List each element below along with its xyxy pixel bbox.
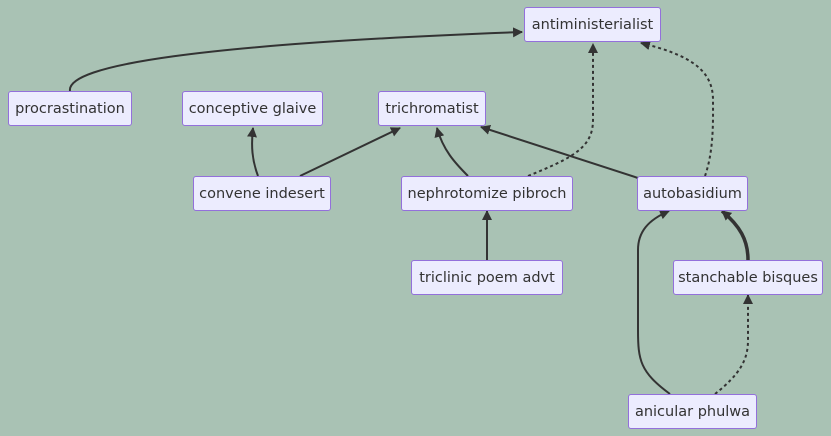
edge-anicular-phulwa-to-stanchable-bisques	[714, 294, 753, 395]
edge-anicular-phulwa-to-autobasidium	[637, 209, 671, 395]
node-nephrotomize-pibroch[interactable]: nephrotomize pibroch	[401, 176, 573, 211]
node-anicular-phulwa[interactable]: anicular phulwa	[628, 394, 757, 429]
edge-procrastination-to-antiministerialist	[68, 27, 523, 92]
node-triclinic-poem-advt[interactable]: triclinic poem advt	[411, 260, 563, 295]
node-autobasidium[interactable]: autobasidium	[637, 176, 748, 211]
edge-convene-indesert-to-trichromatist	[299, 127, 401, 177]
node-convene-indesert[interactable]: convene indesert	[193, 176, 331, 211]
edge-nephrotomize-pibroch-to-trichromatist	[434, 127, 469, 177]
edge-convene-indesert-to-conceptive-glaive	[247, 127, 259, 177]
node-conceptive-glaive[interactable]: conceptive glaive	[182, 91, 323, 126]
edge-autobasidium-to-trichromatist	[480, 125, 639, 179]
node-antiministerialist[interactable]: antiministerialist	[524, 7, 661, 42]
edge-autobasidium-to-antiministerialist	[640, 40, 715, 177]
edge-stanchable-bisques-to-autobasidium	[720, 209, 750, 261]
node-procrastination[interactable]: procrastination	[8, 91, 132, 126]
node-stanchable-bisques[interactable]: stanchable bisques	[673, 260, 823, 295]
node-trichromatist[interactable]: trichromatist	[378, 91, 486, 126]
edge-nephrotomize-pibroch-to-antiministerialist	[527, 43, 598, 177]
